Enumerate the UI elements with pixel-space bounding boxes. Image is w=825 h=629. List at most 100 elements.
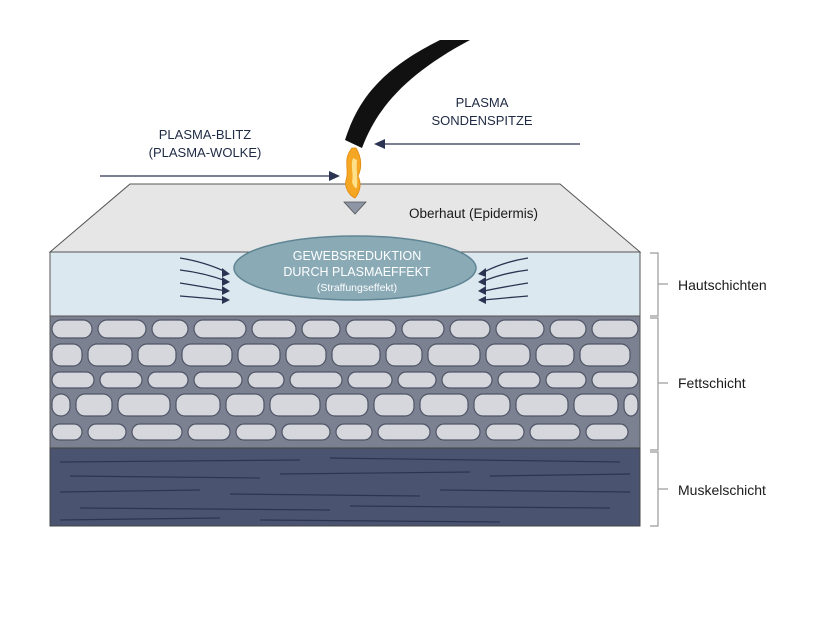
fat-cell — [373, 393, 415, 417]
fat-cell — [401, 319, 445, 339]
fat-cell — [495, 319, 545, 339]
fat-cell — [151, 319, 189, 339]
label-oberhaut: Oberhaut (Epidermis) — [409, 206, 539, 221]
fat-cell — [235, 423, 277, 441]
fat-cell — [137, 343, 177, 367]
fat-cell — [485, 423, 525, 441]
fat-cell — [473, 393, 511, 417]
label-plasma-sonde-line2: SONDENSPITZE — [431, 113, 533, 128]
muscle-fiber — [329, 457, 621, 463]
muscle-fiber — [59, 489, 201, 493]
fat-cell — [331, 343, 381, 367]
muscle-fiber — [59, 459, 301, 463]
label-gewebsreduktion-line1: GEWEBSREDUKTION — [292, 249, 422, 263]
label-gewebsreduktion: GEWEBSREDUKTION DURCH PLASMAEFFEKT — [238, 248, 476, 280]
fat-cell — [87, 423, 127, 441]
fat-cell — [441, 371, 493, 389]
probe-icon — [345, 40, 470, 148]
fat-cell — [545, 371, 587, 389]
compression-arrows-right — [483, 257, 529, 301]
fat-cell — [301, 319, 341, 339]
fat-cell — [449, 319, 491, 339]
muscle-fiber — [59, 517, 221, 521]
fat-cell — [97, 319, 147, 339]
fat-cell — [335, 423, 373, 441]
fat-cell — [515, 393, 569, 417]
fat-cell — [51, 371, 95, 389]
fat-cell — [397, 371, 437, 389]
label-fettschicht: Fettschicht — [678, 375, 746, 391]
fat-cell — [435, 423, 481, 441]
fat-cell — [175, 393, 221, 417]
droplet-icon — [343, 201, 367, 215]
muscle-layer — [49, 447, 641, 527]
fat-cell — [251, 319, 297, 339]
reduction-ellipse — [233, 235, 477, 301]
fat-cell — [623, 393, 639, 417]
fat-cell — [549, 319, 587, 339]
fat-cell — [193, 319, 247, 339]
label-plasma-blitz: PLASMA-BLITZ (PLASMA-WOLKE) — [120, 126, 290, 162]
muscle-fiber — [259, 519, 501, 523]
fat-cell — [529, 423, 581, 441]
fat-cell — [51, 319, 93, 339]
muscle-fiber — [489, 473, 631, 477]
fat-cell — [99, 371, 143, 389]
fat-cell — [591, 319, 639, 339]
fat-cell — [573, 393, 619, 417]
muscle-fiber — [439, 489, 631, 493]
fat-cell — [427, 343, 481, 367]
fat-cell — [225, 393, 265, 417]
label-hautschichten: Hautschichten — [678, 277, 767, 293]
arrowheads-left — [222, 268, 230, 304]
label-plasma-blitz-line2: (PLASMA-WOLKE) — [148, 145, 262, 160]
fat-cell — [51, 343, 83, 367]
muscle-fiber — [279, 471, 471, 475]
muscle-fiber — [349, 505, 611, 509]
fat-cell — [325, 393, 369, 417]
fat-cell — [289, 371, 343, 389]
arrow-icon — [329, 171, 340, 181]
fat-cell — [535, 343, 575, 367]
label-plasma-sonde: PLASMA SONDENSPITZE — [412, 94, 552, 130]
fat-cell — [75, 393, 113, 417]
fat-cell — [345, 319, 397, 339]
fat-cell — [247, 371, 285, 389]
fat-cell — [181, 343, 233, 367]
fat-cell — [419, 393, 469, 417]
fat-cell — [385, 343, 423, 367]
label-plasma-blitz-line1: PLASMA-BLITZ — [158, 127, 252, 142]
fat-cell — [193, 371, 243, 389]
muscle-fiber — [79, 507, 331, 511]
fat-cell — [87, 343, 133, 367]
fat-cell — [187, 423, 231, 441]
arrowheads-right — [478, 268, 486, 304]
fat-cell — [269, 393, 321, 417]
fat-cell — [237, 343, 281, 367]
fat-cell — [285, 343, 327, 367]
label-muskelschicht: Muskelschicht — [678, 482, 766, 498]
fat-cell — [591, 371, 639, 389]
fat-cell — [51, 423, 83, 441]
label-straffung: (Straffungseffekt) — [316, 282, 398, 294]
muscle-fibers — [59, 457, 631, 523]
muscle-fiber — [69, 475, 261, 479]
label-gewebsreduktion-line2: DURCH PLASMAEFFEKT — [283, 265, 431, 279]
fat-cell — [579, 343, 631, 367]
muscle-fiber — [229, 493, 421, 497]
fat-cell — [485, 343, 531, 367]
label-plasma-sonde-line1: PLASMA — [455, 95, 509, 110]
fat-cell — [347, 371, 393, 389]
fat-cell — [51, 393, 71, 417]
fat-cell — [117, 393, 171, 417]
fat-cell — [497, 371, 541, 389]
fat-cell — [377, 423, 431, 441]
fat-cell — [131, 423, 183, 441]
fat-cell — [281, 423, 331, 441]
bracket-icon — [650, 252, 668, 527]
flame-core-icon — [351, 158, 358, 189]
fat-cells — [51, 319, 639, 441]
arrow-icon — [374, 139, 385, 149]
fat-cell — [585, 423, 629, 441]
